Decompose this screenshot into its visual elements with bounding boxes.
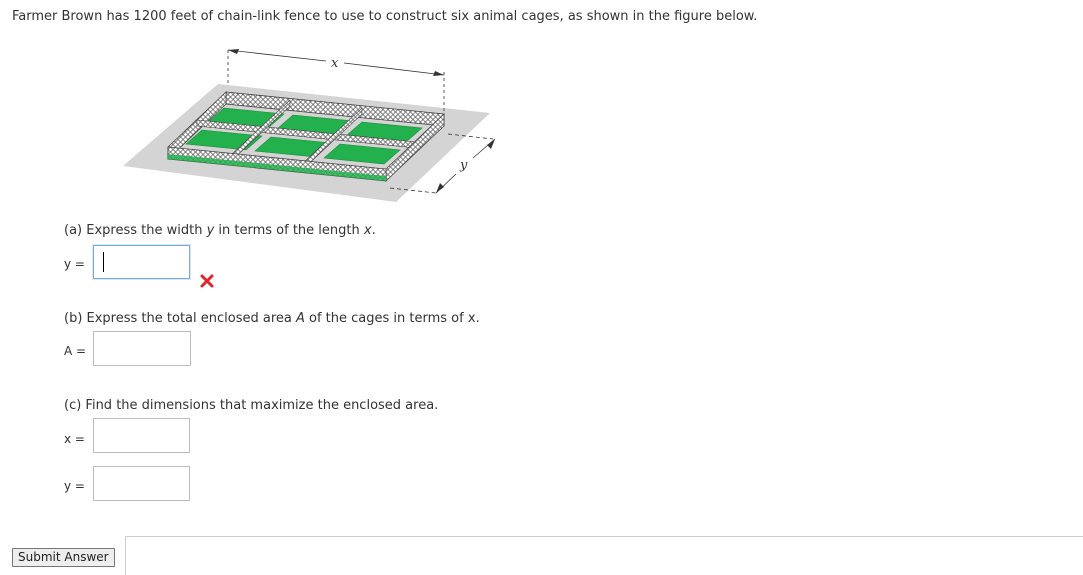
part-b-var-x: x [467,311,476,326]
fence-figure: x y [123,49,496,202]
part-a-var-x: x [363,223,372,238]
dimension-y-label: y [459,158,468,173]
part-a-suffix: . [371,223,376,238]
part-a-question: (a) Express the width y in terms of the … [64,223,376,238]
part-c-x-answer-input[interactable] [93,418,190,453]
part-b-question: (b) Express the total enclosed area A of… [64,311,480,326]
divider-fences [196,99,417,170]
part-b-prefix: (b) Express the total enclosed area [64,311,296,326]
part-a-middle: in terms of the length [214,223,364,238]
dimension-y: y [389,133,496,194]
part-c-x-label: x = [64,432,85,446]
part-b-var-a: A [295,311,305,326]
front-grass-edge [168,154,386,181]
dimension-x-label: x [331,56,339,71]
part-c-y-label: y = [64,479,85,493]
text-caret [103,252,104,272]
divider-line-vertical [125,536,126,575]
part-a-field-label: y = [64,257,85,271]
part-a-prefix: (a) Express the width [64,223,207,238]
part-c-question: (c) Find the dimensions that maximize th… [64,398,439,413]
part-c-y-answer-input[interactable] [93,466,190,501]
part-b-answer-input[interactable] [93,331,191,366]
incorrect-x-icon [200,274,214,288]
submit-answer-button[interactable]: Submit Answer [12,548,115,567]
problem-statement: Farmer Brown has 1200 feet of chain-link… [12,9,758,24]
divider-line [125,536,1083,537]
part-b-field-label: A = [64,344,87,358]
dimension-x: x [227,49,445,116]
part-a-var-y: y [206,223,215,238]
part-a-answer-input[interactable] [93,245,190,279]
part-b-suffix: . [475,311,480,326]
part-b-middle: of the cages in terms of [304,311,468,326]
